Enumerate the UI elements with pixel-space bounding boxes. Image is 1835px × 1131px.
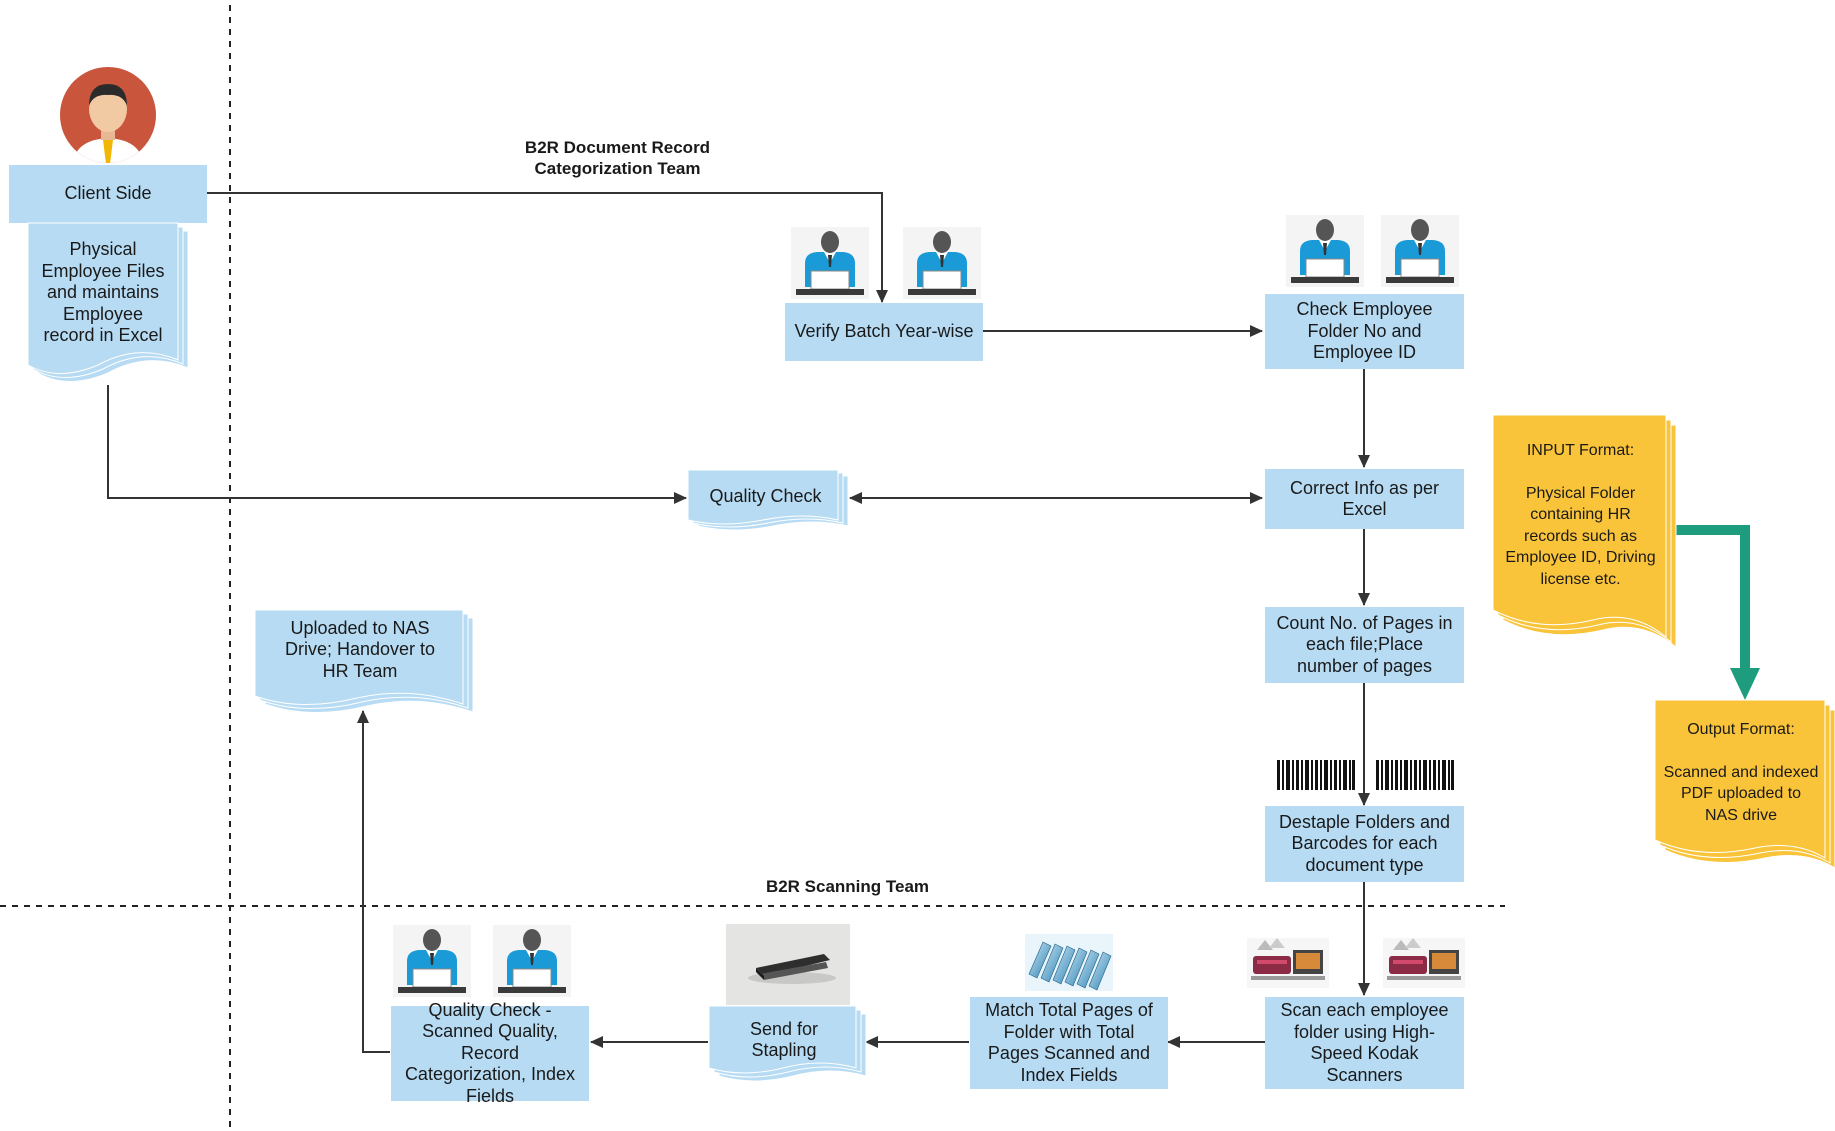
send-stapling-label: Send for Stapling (749, 1018, 819, 1061)
uploaded-nas-label: Uploaded to NAS Drive; Handover to HR Te… (284, 617, 436, 681)
team-label-categorization: B2R Document Record Categorization Team (524, 138, 711, 178)
scanner-icon (1247, 938, 1329, 988)
quality-check-document: Quality Check (687, 469, 849, 532)
arrow-files-to-quality (107, 385, 687, 504)
client-avatar-icon (59, 66, 157, 164)
quality-check-label: Quality Check (709, 486, 822, 507)
verify-batch-box: Verify Batch Year-wise (785, 303, 983, 361)
worker-at-desk-icon (903, 227, 981, 299)
worker-at-desk-icon (493, 925, 571, 997)
count-pages-box: Count No. of Pages in each file;Place nu… (1265, 607, 1464, 683)
scan-folder-box: Scan each employee folder using High-Spe… (1265, 997, 1464, 1089)
input-format-document: INPUT Format: Physical Folder containing… (1492, 414, 1677, 649)
scanner-icon (1383, 938, 1465, 988)
worker-at-desk-icon (1381, 213, 1459, 289)
match-pages-box: Match Total Pages of Folder with Total P… (970, 997, 1168, 1089)
arrow-client-to-verify (206, 192, 888, 303)
physical-files-document: Physical Employee Files and maintains Em… (27, 222, 189, 390)
stapler-icon (726, 924, 850, 1005)
team-label-scanning: B2R Scanning Team (765, 877, 930, 896)
send-stapling-document: Send for Stapling (708, 1005, 867, 1083)
destaple-box: Destaple Folders and Barcodes for each d… (1265, 806, 1464, 882)
document-stack-icon (1025, 934, 1113, 991)
barcode-icon (1277, 760, 1355, 790)
check-employee-box: Check Employee Folder No and Employee ID (1265, 294, 1464, 369)
client-side-box: Client Side (9, 165, 207, 223)
input-format-label: INPUT Format: Physical Folder containing… (1505, 441, 1656, 588)
output-format-label: Output Format: Scanned and indexed PDF u… (1663, 720, 1819, 824)
output-format-document: Output Format: Scanned and indexed PDF u… (1654, 699, 1835, 869)
arrow-qc-to-uploaded (357, 710, 390, 1053)
worker-at-desk-icon (1286, 213, 1364, 289)
worker-at-desk-icon (791, 227, 869, 299)
worker-at-desk-icon (393, 925, 471, 997)
physical-files-label: Physical Employee Files and maintains Em… (41, 239, 165, 346)
uploaded-nas-document: Uploaded to NAS Drive; Handover to HR Te… (254, 609, 474, 714)
correct-info-box: Correct Info as per Excel (1265, 469, 1464, 529)
quality-check-scanned-box: Quality Check - Scanned Quality, Record … (391, 1000, 589, 1106)
barcode-icon (1376, 760, 1454, 790)
arrow-input-to-output (1675, 525, 1750, 672)
arrow-input-to-output-head (1730, 668, 1760, 700)
